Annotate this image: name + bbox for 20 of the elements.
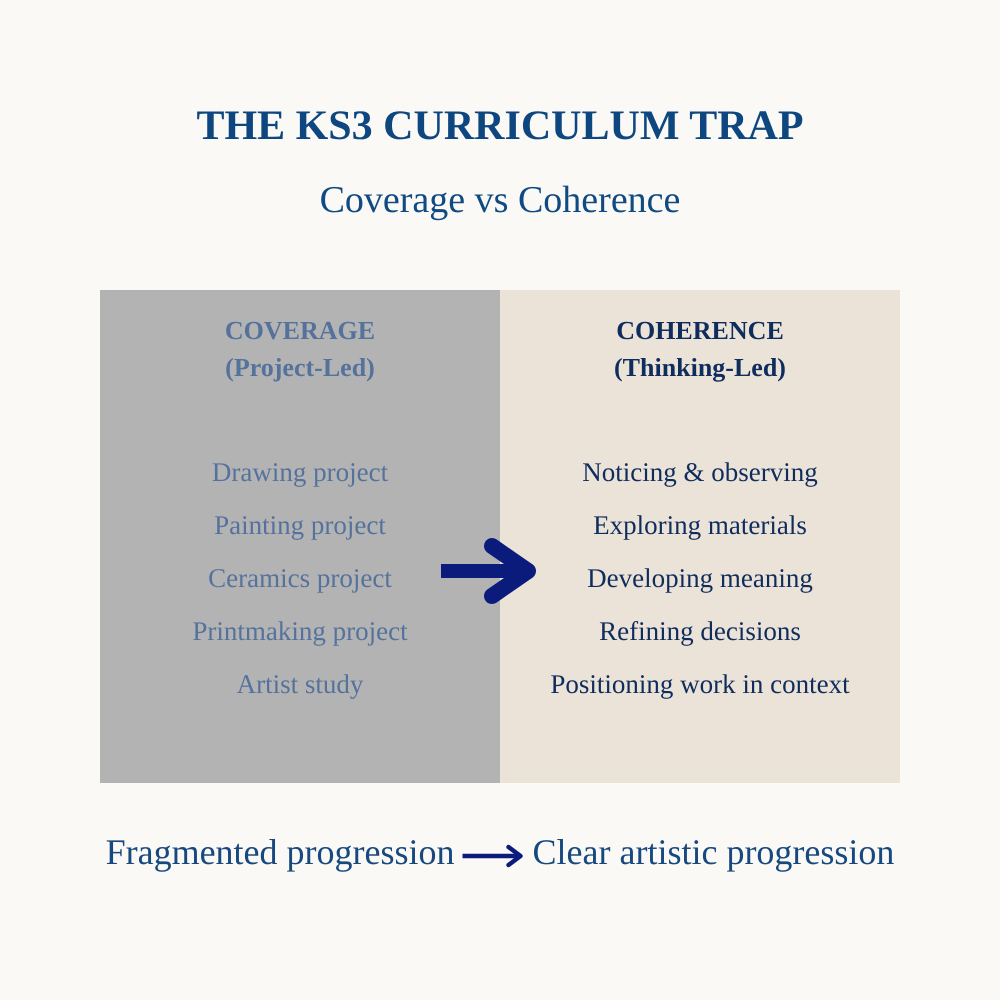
column-heading: COHERENCE (Thinking-Led) (613, 315, 787, 384)
progression-text: Clear artistic progression (524, 830, 902, 874)
list-item: Noticing & observing (582, 456, 818, 489)
list-item: Printmaking project (192, 615, 408, 648)
list-item: Exploring materials (593, 509, 807, 542)
column-heading: COVERAGE (Project-Led) (224, 315, 376, 384)
progression-text: Fragmented progression (98, 830, 463, 874)
list-item: Positioning work in context (550, 668, 850, 701)
list-item: Artist study (236, 668, 364, 701)
list-item: Ceramics project (208, 562, 392, 595)
title: THE KS3 CURRICULUM TRAP (196, 102, 804, 151)
arrow (462, 844, 523, 868)
list-item: Refining decisions (599, 615, 801, 648)
subtitle: Coverage vs Coherence (320, 178, 680, 223)
arrow (441, 538, 536, 604)
list-item: Drawing project (212, 456, 388, 489)
list-item: Developing meaning (587, 562, 813, 595)
column-panel (500, 290, 900, 783)
column-panel (100, 290, 500, 783)
list-item: Painting project (214, 509, 386, 542)
